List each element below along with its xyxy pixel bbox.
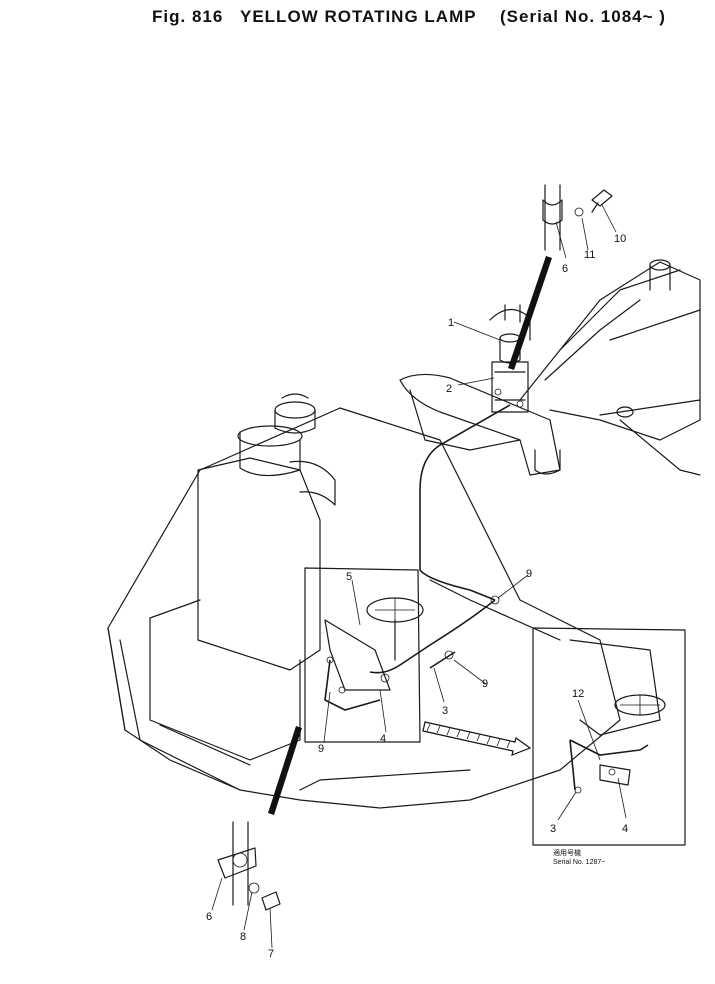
callout-3-inset: 3 — [550, 823, 556, 835]
machine-body — [107, 393, 621, 809]
callout-6-top: 6 — [562, 263, 568, 275]
clamp-assembly-top — [542, 184, 613, 251]
callout-4-inset: 4 — [622, 823, 628, 835]
inset-note-serial: Serial No. 1287~ — [553, 859, 605, 866]
leader-bar-lower — [268, 726, 302, 815]
callout-11: 11 — [584, 249, 595, 261]
callout-8: 8 — [240, 931, 246, 943]
callout-labels: 1 2 3 4 5 6 6 7 8 9 9 9 10 11 12 3 4 — [206, 233, 628, 960]
callout-2: 2 — [446, 383, 452, 395]
callout-5: 5 — [346, 571, 352, 583]
wiring-harness — [369, 404, 511, 674]
inset-note: 適用号機 Serial No. 1287~ — [553, 848, 605, 866]
callout-9-upper: 9 — [526, 568, 532, 580]
callout-9-lower: 9 — [318, 743, 324, 755]
cab-panel-left — [304, 567, 424, 743]
figure-title: YELLOW ROTATING LAMP — [240, 7, 477, 26]
callout-12: 12 — [572, 688, 584, 700]
inset-note-jp: 適用号機 — [553, 848, 581, 857]
figure-header: Fig. 816 YELLOW ROTATING LAMP (Serial No… — [152, 7, 666, 26]
rops-frame — [399, 259, 701, 476]
callout-4: 4 — [380, 733, 386, 745]
detail-inset — [532, 627, 686, 846]
callout-6-bottom: 6 — [206, 911, 212, 923]
leader-lines — [211, 204, 627, 949]
leader-bar-upper — [508, 256, 552, 370]
callout-10: 10 — [614, 233, 626, 245]
figure-number: Fig. 816 — [152, 7, 223, 26]
callout-7: 7 — [268, 948, 274, 960]
detail-arrow — [422, 721, 532, 756]
callout-9-middle: 9 — [482, 678, 488, 690]
rotating-lamp-assembly — [491, 333, 529, 413]
callout-3: 3 — [442, 705, 448, 717]
clamp-assembly-bottom — [217, 821, 281, 911]
callout-1: 1 — [448, 317, 454, 329]
serial-range: (Serial No. 1084~ ) — [500, 7, 666, 26]
